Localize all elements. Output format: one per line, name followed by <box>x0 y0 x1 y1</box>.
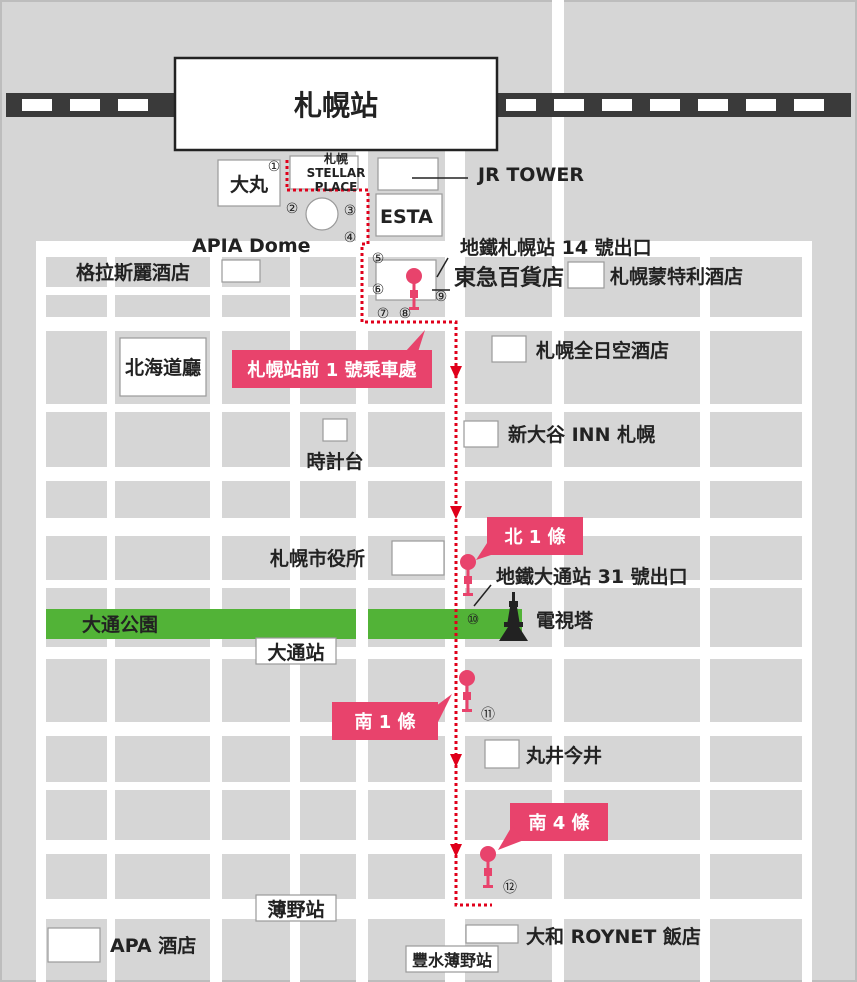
rail-tie <box>698 99 728 111</box>
bus-stop-pin-icon <box>459 670 475 712</box>
marker-3: ③ <box>344 203 357 219</box>
route-arrow-icon <box>450 366 462 379</box>
label-stellar-place-wrap: 札幌 STELLAR PLACE <box>306 152 366 192</box>
label-odori-station: 大通站 <box>267 641 324 664</box>
label-monterey: 札幌蒙特利酒店 <box>609 265 743 288</box>
marui-box <box>484 739 520 769</box>
stop-minami4: 南 4 條 <box>528 812 590 834</box>
label-new-otani: 新大谷 INN 札幌 <box>508 423 655 446</box>
rail-tie <box>554 99 584 111</box>
rail-tie <box>650 99 680 111</box>
bus-route-line <box>285 160 492 907</box>
rail-tie <box>506 99 536 111</box>
daimaru-building <box>217 159 281 207</box>
label-hosui-susukino: 豐水薄野站 <box>412 951 492 970</box>
clock-tower-box <box>322 418 348 442</box>
station-main-label: 札幌站 <box>294 89 378 122</box>
odori-station-box <box>255 637 337 665</box>
leader-lines <box>412 177 492 607</box>
route-arrow-icon <box>450 506 462 519</box>
callout-minami4 <box>510 803 608 841</box>
buildings <box>47 155 605 973</box>
label-daiwa-roynet: 大和 ROYNET 飯店 <box>526 925 701 948</box>
bus-stop-pin-icon <box>460 554 476 596</box>
city-hall-box <box>391 540 445 576</box>
label-daimaru: 大丸 <box>230 173 269 196</box>
marker-8: ⑧ <box>399 306 412 322</box>
hosui-box <box>405 945 499 973</box>
marker-2: ② <box>286 201 299 217</box>
stellar-building <box>289 155 359 190</box>
rail-tie <box>70 99 100 111</box>
label-hokkaido-office: 北海道廳 <box>125 356 201 379</box>
stop-kita1: 北 1 條 <box>504 526 566 548</box>
jr-tower-building <box>377 157 439 191</box>
marker-7: ⑦ <box>377 306 390 322</box>
ana-box <box>491 335 527 363</box>
rail-tie <box>22 99 52 111</box>
monterey-box <box>567 261 605 289</box>
odori-park-area <box>46 609 522 639</box>
label-city-hall: 札幌市役所 <box>269 547 365 570</box>
callout-kita1 <box>487 517 583 555</box>
label-subway-exit-31: 地鐵大通站 31 號出口 <box>496 565 688 588</box>
label-granvia: 格拉斯麗酒店 <box>76 261 190 284</box>
sapporo-station-building: 札幌站 <box>173 56 499 152</box>
numbered-markers: ① ② ③ ④ ⑤ ⑥ ⑦ ⑧ ⑨ ⑩ ⑪ ⑫ <box>268 159 517 896</box>
label-jr-tower: JR TOWER <box>476 164 584 186</box>
susukino-station-box <box>255 894 337 922</box>
marker-11: ⑪ <box>481 707 495 723</box>
label-apia-dome: APIA Dome <box>192 235 311 257</box>
label-esta: ESTA <box>380 206 433 228</box>
label-clock-tower: 時計台 <box>306 450 363 473</box>
daiwa-box <box>465 924 519 944</box>
marker-10: ⑩ <box>467 612 480 628</box>
rail-tie <box>118 99 148 111</box>
marker-12: ⑫ <box>503 880 517 896</box>
route-arrows <box>450 366 462 857</box>
rail-tie <box>794 99 824 111</box>
label-stellar-place: 札幌 STELLAR PLACE <box>306 152 366 192</box>
route-arrow-icon <box>450 754 462 767</box>
new-otani-box <box>463 420 499 448</box>
label-susukino-station: 薄野站 <box>267 898 324 921</box>
label-tv-tower: 電視塔 <box>536 609 594 632</box>
hokkaido-office-building <box>119 337 207 397</box>
label-odori-park: 大通公園 <box>82 613 158 636</box>
bus-stop-pin-icon <box>406 268 422 310</box>
marker-6: ⑥ <box>372 282 385 298</box>
stop-callouts: 札幌站前 1 號乘車處 北 1 條 南 1 條 南 4 條 <box>232 330 608 850</box>
marker-5: ⑤ <box>372 251 385 267</box>
tv-tower-icon <box>499 592 528 641</box>
granvia-box <box>221 259 261 283</box>
marker-4: ④ <box>344 230 357 246</box>
bus-stop-pin-icon <box>480 846 496 888</box>
label-ana-hotel: 札幌全日空酒店 <box>535 339 669 362</box>
marker-1: ① <box>268 159 281 175</box>
bus-stop-pins <box>406 268 496 888</box>
label-marui: 丸井今井 <box>525 744 602 767</box>
stop-minami1: 南 1 條 <box>354 711 416 733</box>
label-subway-exit-14: 地鐵札幌站 14 號出口 <box>460 236 652 259</box>
marker-9: ⑨ <box>435 289 448 305</box>
rail-tie <box>746 99 776 111</box>
callout-minami1 <box>332 702 438 740</box>
label-tokyu: 東急百貨店 <box>454 265 564 291</box>
rail-tie <box>602 99 632 111</box>
tokyu-building <box>375 259 437 301</box>
apia-dome-icon <box>305 197 339 231</box>
label-apa-hotel: APA 酒店 <box>110 934 196 957</box>
esta-building <box>375 193 443 237</box>
apa-box <box>47 927 101 963</box>
stop-sapporo-ekimae: 札幌站前 1 號乘車處 <box>246 359 416 381</box>
route-arrow-icon <box>450 844 462 857</box>
callout-sapporo-ekimae <box>232 350 432 388</box>
place-labels: 大丸 札幌 STELLAR PLACE JR TOWER ESTA APIA D… <box>76 152 743 970</box>
park-crossroad <box>356 609 368 639</box>
